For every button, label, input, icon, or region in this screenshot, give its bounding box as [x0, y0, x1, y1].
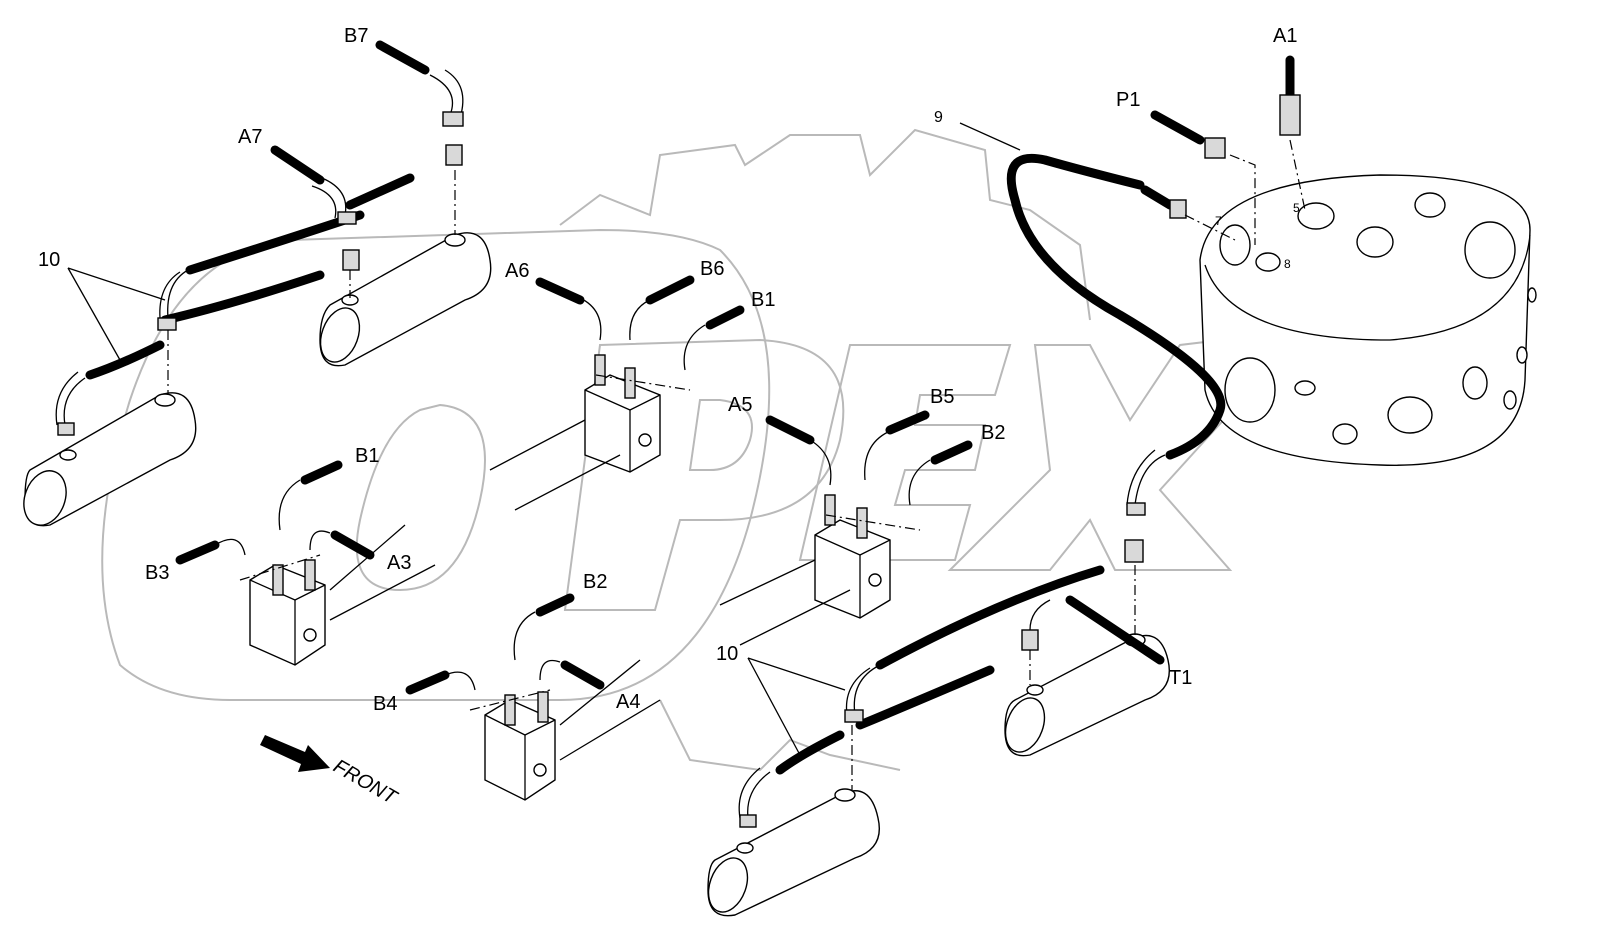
label-a7: A7 [238, 126, 262, 148]
right-cylinder-assembly [707, 539, 1170, 917]
label-b1-mid: B1 [355, 445, 379, 467]
label-b6: B6 [700, 258, 724, 280]
label-b3: B3 [145, 562, 169, 584]
label-a5: A5 [728, 394, 752, 416]
label-b5: B5 [930, 386, 954, 408]
label-port-5: 5 [1293, 201, 1300, 215]
label-b7: B7 [344, 25, 368, 47]
label-p1: P1 [1116, 89, 1140, 111]
pressure-lines [1150, 55, 1306, 245]
label-port-7: 7 [1215, 214, 1222, 228]
label-a6: A6 [505, 260, 529, 282]
label-b1-top: B1 [751, 289, 775, 311]
valve-block-b1-b3-a3 [175, 460, 436, 666]
label-t1: T1 [1169, 667, 1192, 689]
left-cylinder-assembly [23, 40, 492, 527]
front-arrow-icon [260, 735, 330, 772]
hose-9 [959, 122, 1236, 516]
valve-block-a6-b6 [489, 275, 745, 511]
label-9: 9 [934, 109, 943, 126]
label-b2-low: B2 [583, 571, 607, 593]
label-10-left: 10 [38, 249, 60, 271]
valve-block-a5-b5-b2 [719, 410, 973, 646]
label-front: FRONT [330, 755, 402, 809]
label-a1: A1 [1273, 25, 1297, 47]
swivel-manifold [1199, 174, 1537, 466]
label-b2-mid: B2 [981, 422, 1005, 444]
label-port-8: 8 [1284, 257, 1291, 271]
label-a3: A3 [387, 552, 411, 574]
valve-block-b2-b4-a4 [405, 593, 661, 801]
label-a4: A4 [616, 691, 640, 713]
leader-lines [67, 267, 846, 756]
label-10-right: 10 [716, 643, 738, 665]
label-b4: B4 [373, 693, 397, 715]
